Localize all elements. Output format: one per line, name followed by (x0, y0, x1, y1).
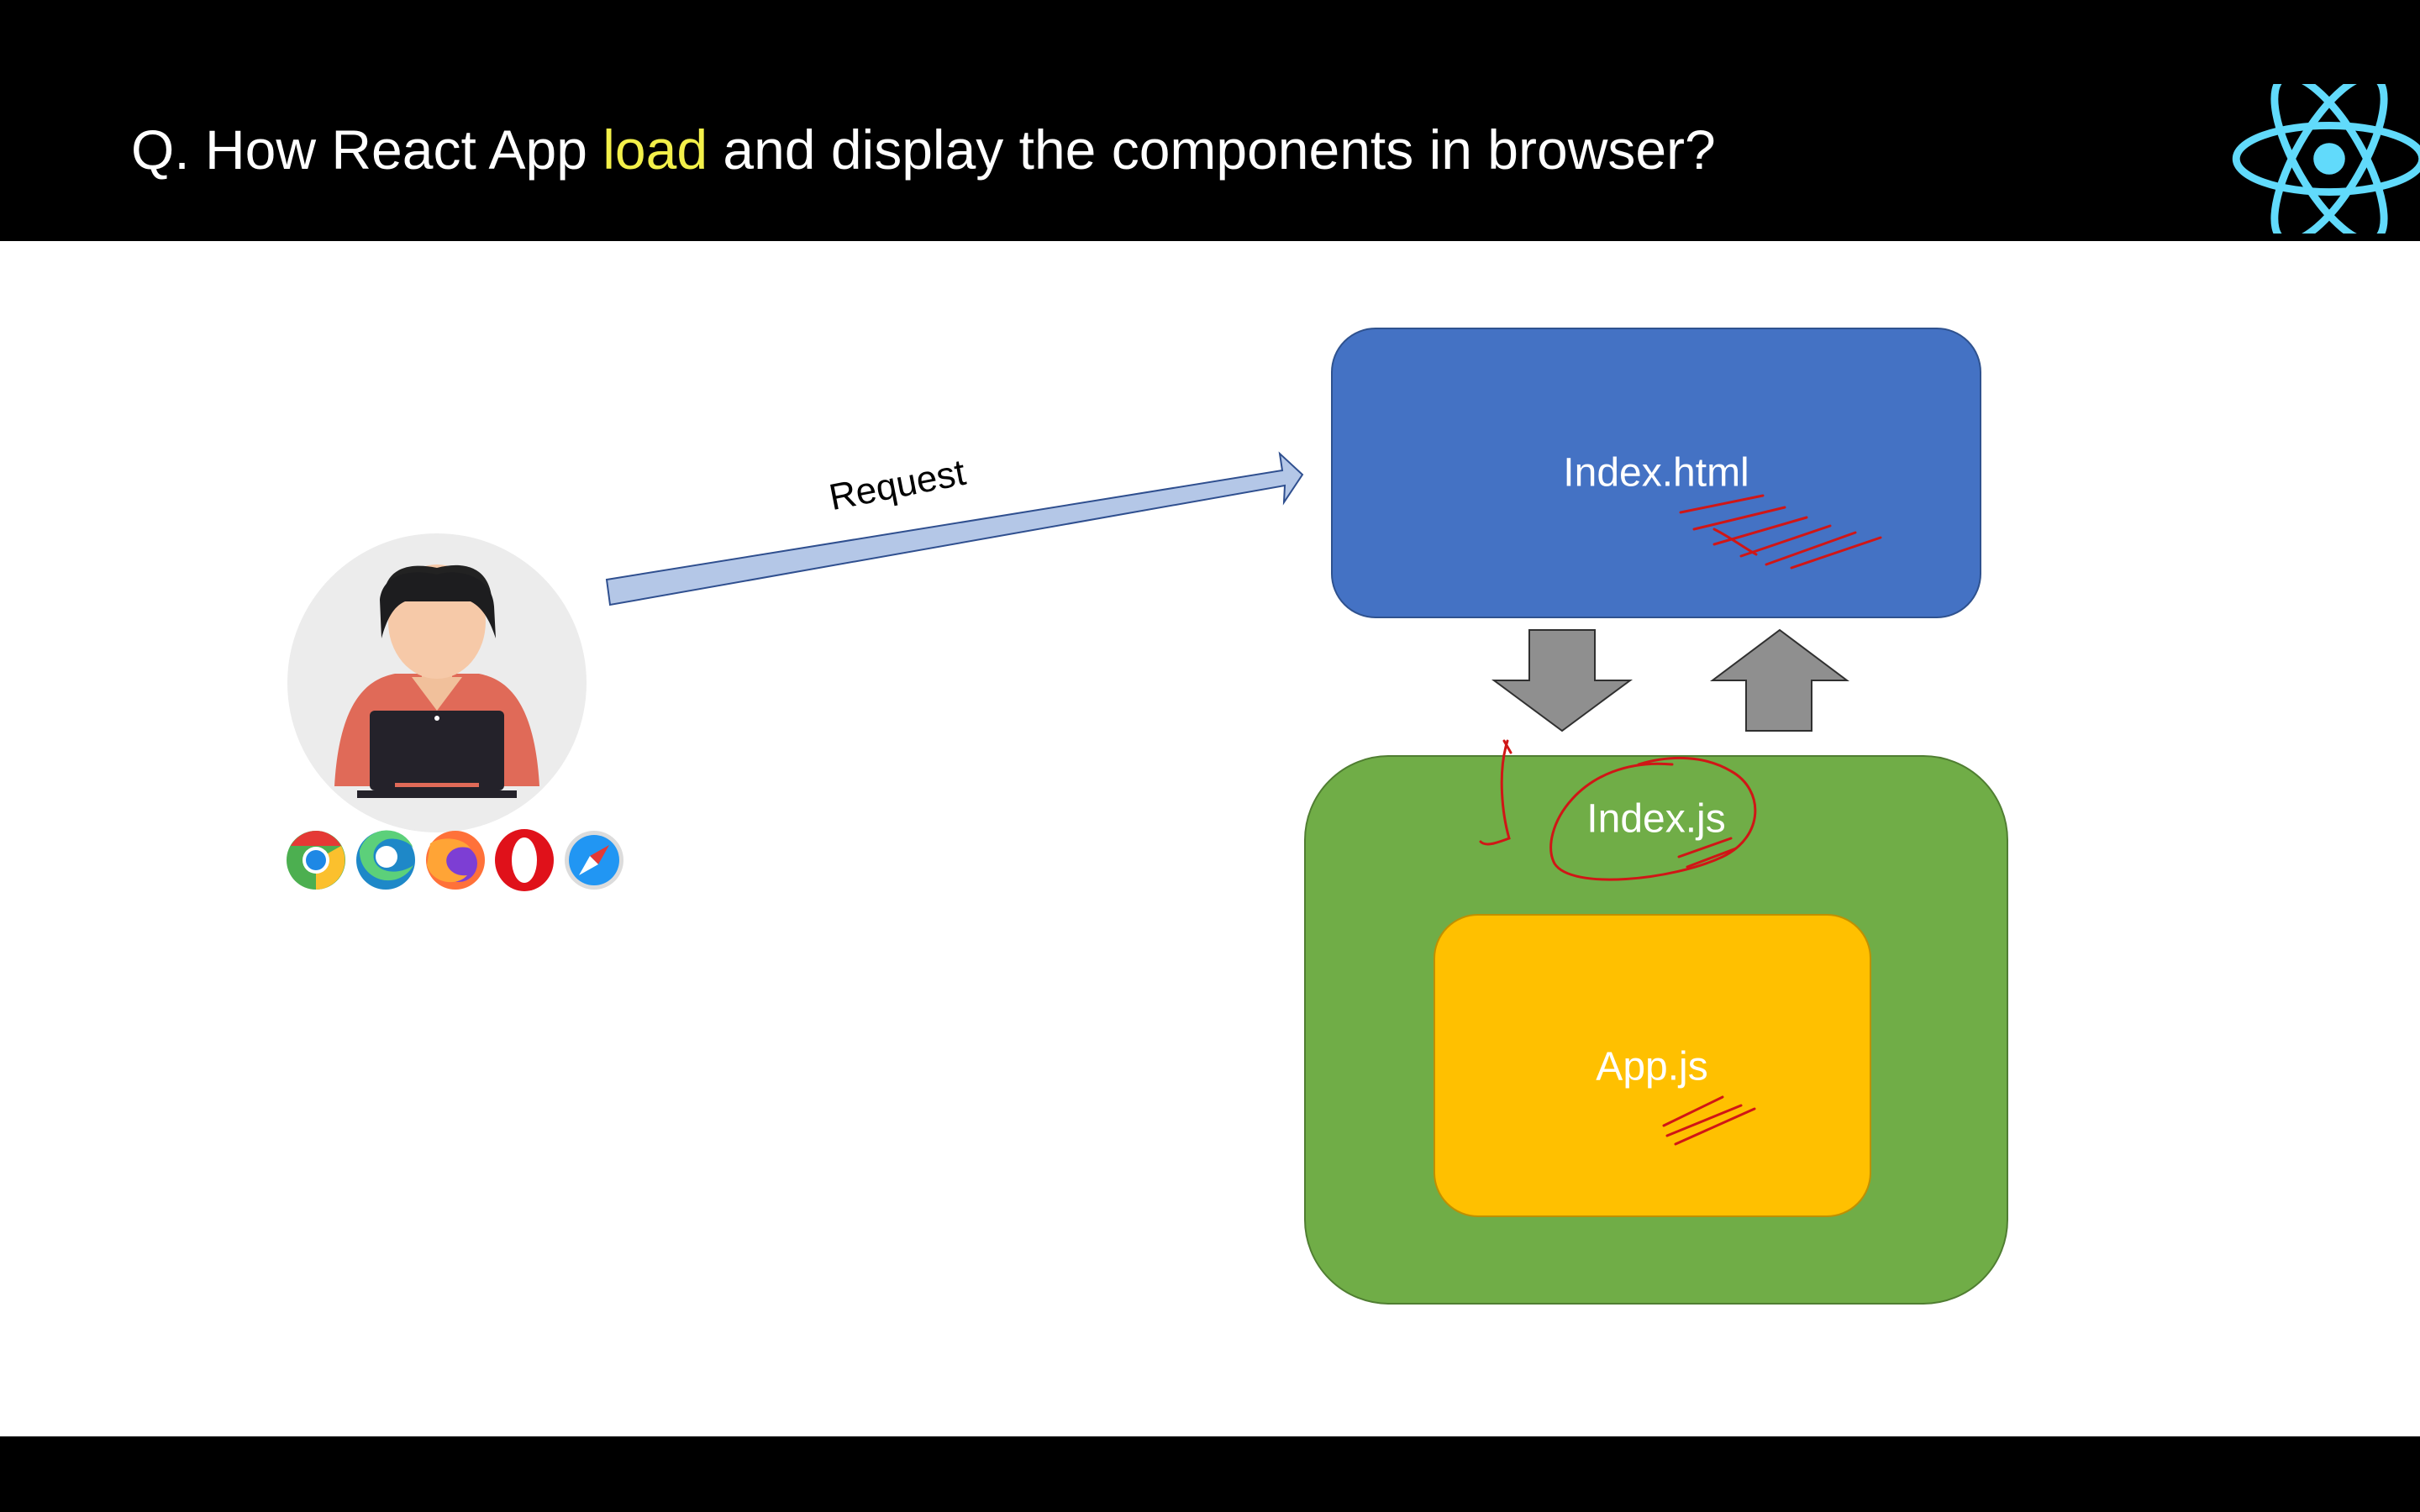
title-prefix: Q. How React App (131, 118, 603, 181)
edge-icon (356, 830, 415, 890)
app-js-label: App.js (1596, 1044, 1708, 1089)
safari-icon (565, 831, 623, 890)
down-arrow (1491, 629, 1634, 732)
index-js-label: Index.js (1586, 796, 1726, 842)
up-arrow (1710, 628, 1849, 732)
title-suffix: and display the components in browser? (708, 118, 1716, 181)
header-bar (0, 0, 2420, 241)
footer-bar (0, 1436, 2420, 1512)
handwritten-annotations (1479, 494, 1882, 1146)
request-arrow (605, 451, 1304, 606)
index-html-label: Index.html (1563, 450, 1749, 496)
chrome-icon (287, 831, 345, 890)
user-with-laptop-icon (287, 533, 587, 832)
slide-title: Q. How React App load and display the co… (131, 119, 1716, 181)
app-js-box (1434, 914, 1871, 1217)
opera-icon (495, 829, 554, 891)
title-highlight: load (602, 118, 708, 181)
firefox-icon (426, 831, 485, 890)
